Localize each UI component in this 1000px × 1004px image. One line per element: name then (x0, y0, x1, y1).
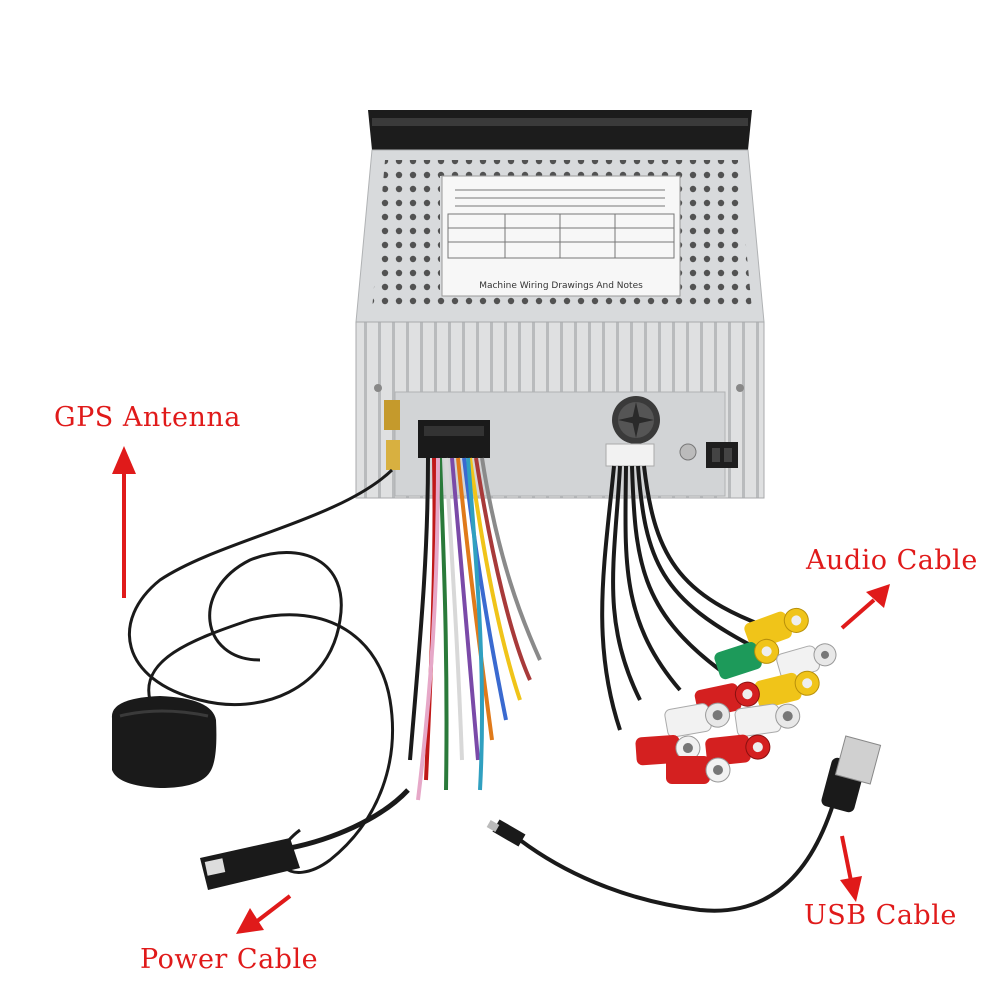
power-cable-label: Power Cable (140, 944, 319, 975)
usb-cable-label: USB Cable (804, 900, 957, 931)
usb-cable (486, 735, 882, 913)
rca-plugs (635, 607, 837, 784)
gps-antenna (111, 468, 394, 874)
usb-arrow (840, 835, 862, 902)
callout-arrows (112, 446, 890, 934)
gps-antenna-label: GPS Antenna (54, 402, 241, 433)
audio-arrow (840, 584, 890, 630)
power-arrow (236, 894, 292, 934)
sticker-title: Machine Wiring Drawings And Notes (479, 281, 643, 291)
gps-arrow (112, 446, 136, 598)
rear-panel (355, 321, 765, 499)
audio-cable-label: Audio Cable (806, 545, 978, 576)
audio-connector (605, 443, 655, 467)
gps-connector (384, 400, 400, 470)
front-bezel (368, 110, 752, 150)
power-usb-cable (200, 788, 410, 890)
harness-wires (408, 457, 542, 801)
main-harness-connector (418, 420, 490, 458)
wiring-sticker: Machine Wiring Drawings And Notes (441, 175, 681, 297)
power-jack (679, 442, 738, 468)
fan-vent (612, 396, 660, 444)
rca-wires (600, 465, 791, 731)
